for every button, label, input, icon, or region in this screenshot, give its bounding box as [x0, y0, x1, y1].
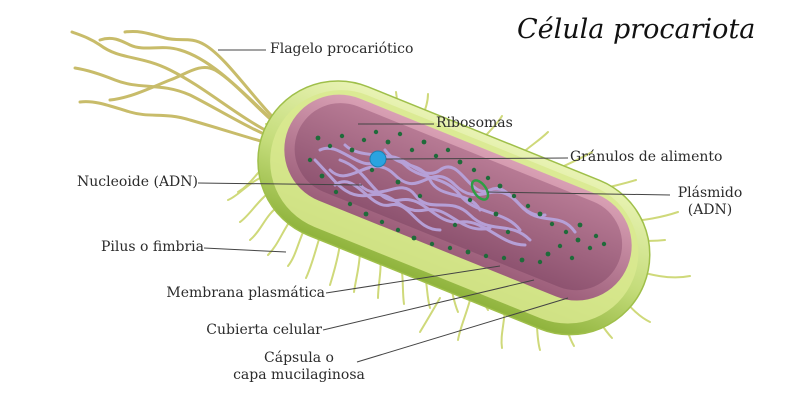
label-capsula-line1: Cápsula o — [264, 350, 334, 366]
label-plasmido-line1: Plásmido — [677, 185, 743, 201]
label-capsula: Cápsula o capa mucilaginosa — [226, 350, 372, 384]
leader-nucleoide — [197, 182, 363, 186]
label-nucleoide: Nucleoide (ADN) — [77, 174, 198, 190]
plasmid-ring — [470, 179, 490, 201]
leader-lines — [197, 49, 671, 363]
label-capsula-line2: capa mucilaginosa — [233, 367, 365, 383]
leader-capsula — [356, 297, 569, 363]
flagella — [70, 30, 302, 152]
cell-body — [257, 80, 651, 336]
leader-cubierta — [322, 279, 535, 331]
ribosomes — [307, 129, 607, 265]
label-cubierta: Cubierta celular — [206, 322, 322, 338]
flagellum-strand — [123, 30, 297, 140]
diagram-title: Célula procariota — [517, 14, 756, 45]
label-flagelo: Flagelo procariótico — [270, 41, 414, 57]
flagellum-strand — [73, 66, 292, 147]
label-pilus: Pilus o fimbria — [101, 239, 204, 255]
label-membrana: Membrana plasmática — [166, 285, 325, 301]
leader-pilus — [203, 247, 287, 253]
leader-membrana — [325, 265, 501, 294]
flagellum-strand — [98, 36, 290, 137]
label-plasmido-line2: (ADN) — [687, 202, 733, 218]
leader-plasmido — [487, 191, 671, 196]
label-plasmido: Plásmido (ADN) — [672, 185, 748, 219]
food-granule — [369, 150, 387, 168]
flagellum-strand — [78, 100, 294, 152]
label-granulos: Gránulos de alimento — [570, 149, 723, 165]
label-ribosomas: Ribosomas — [436, 115, 513, 131]
flagellum-strand — [70, 30, 287, 142]
leader-granulos — [385, 157, 569, 160]
